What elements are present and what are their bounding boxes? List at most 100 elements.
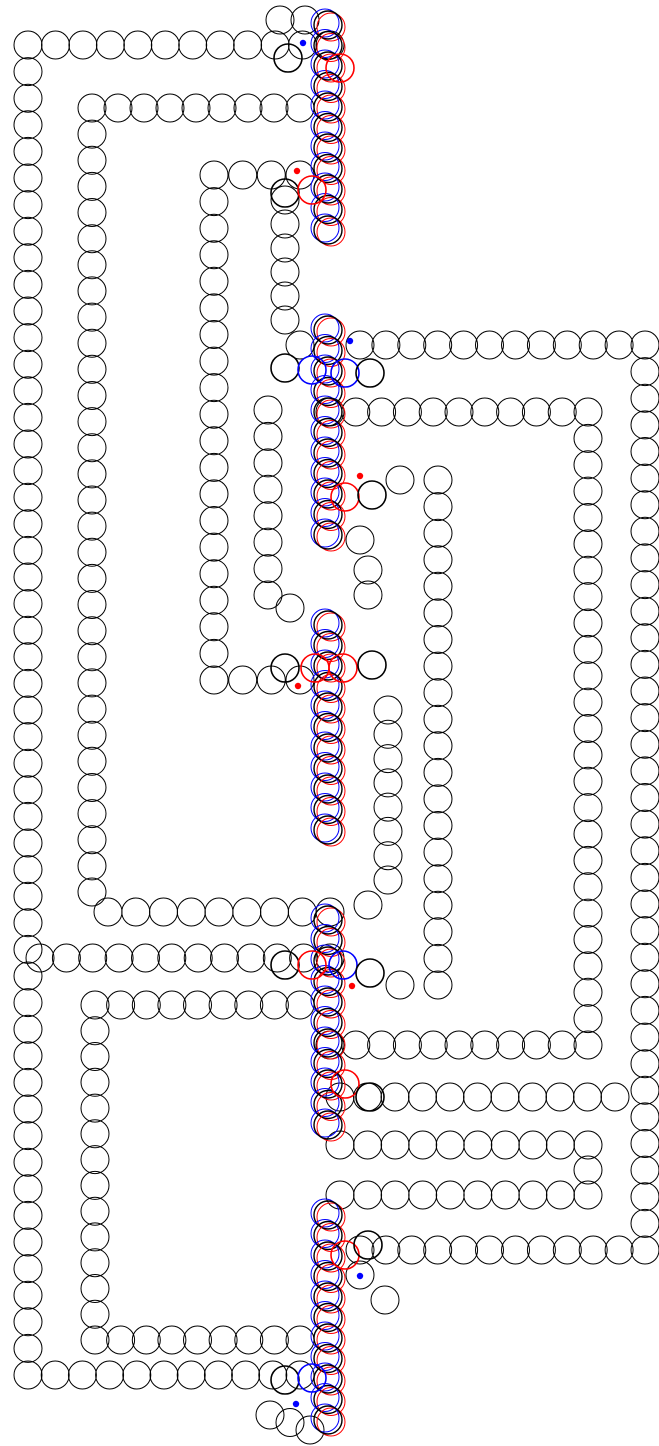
small-right-hook-circle [464,1181,492,1209]
crossing-ring [356,359,384,387]
crossing-ring [271,951,299,979]
lower-right-bar-circle [546,1083,574,1111]
inner-left-loop-circle [182,94,210,122]
crossing-ring [358,481,386,509]
outer-left-loop-circle [14,776,42,804]
inner-right-loop-circle [574,477,602,505]
outer-right-loop-circle [631,1130,659,1158]
small-right-hook-circle [326,1131,354,1159]
outer-right-loop-circle [476,331,504,359]
small-right-hook-circle [381,1131,409,1159]
inner-right-loop-circle [574,715,602,743]
inner-right-loop-circle [368,1031,396,1059]
lower-left-bar-circle [211,944,239,972]
narrow-right-loop-circle [424,812,452,840]
middle-connector-circle [254,502,282,530]
top-tab-circle [266,6,294,34]
outer-right-loop-circle [372,331,400,359]
middle-left-loop-circle [200,613,228,641]
outer-left-loop-circle [14,324,42,352]
middle-connector-circle [254,581,282,609]
lower-inner-left-loop-circle [81,1223,109,1251]
narrow-right-loop-circle [424,705,452,733]
outer-right-loop-circle [631,544,659,572]
outer-left-loop-circle [14,989,42,1017]
middle-left-loop-circle [229,161,257,189]
outer-left-loop-circle [14,164,42,192]
outer-left-loop-circle [14,563,42,591]
outer-left-loop-circle [42,31,70,59]
outer-left-loop-circle [14,909,42,937]
outer-right-loop-circle [631,331,659,359]
inner-right-loop-circle [548,1031,576,1059]
outer-right-loop-circle [424,331,452,359]
inner-right-loop-circle [574,899,602,927]
narrow-right-loop-circle [386,466,414,494]
outer-left-loop-circle [14,802,42,830]
lower-inner-left-loop-circle [81,1094,109,1122]
outer-right-loop-circle [631,438,659,466]
middle-left-loop-circle [200,666,228,694]
middle-left-loop-circle [200,347,228,375]
lower-inner-left-loop-circle [132,991,160,1019]
outer-right-loop-circle [631,597,659,625]
inner-right-loop-circle [548,398,576,426]
inner-left-loop-circle [78,643,106,671]
inner-right-loop-circle [574,1005,602,1033]
outer-left-loop-circle [14,1308,42,1336]
outer-right-loop-circle [631,1103,659,1131]
lower-inner-left-loop-circle [81,1275,109,1303]
outer-left-loop-circle [14,191,42,219]
inner-left-loop-circle [234,94,262,122]
small-right-hook-circle [409,1181,437,1209]
lower-left-bar-circle [132,944,160,972]
lower-left-bar-circle [290,944,318,972]
outer-left-loop-circle [204,1361,232,1389]
inner-right-loop-circle [574,767,602,795]
inner-left-loop-circle [208,94,236,122]
outer-left-loop-circle [14,749,42,777]
lower-right-bar-circle [436,1083,464,1111]
narrow-right-loop-circle [424,891,452,919]
inner-left-loop-circle [78,94,106,122]
lower-inner-left-loop-circle [209,1326,237,1354]
outer-right-loop-circle [553,1236,581,1264]
outer-right-loop-circle [631,784,659,812]
inner-left-loop-circle [78,564,106,592]
lower-inner-left-loop-circle [132,1326,160,1354]
inner-right-loop-circle [522,1031,550,1059]
lower-inner-left-loop-circle [81,1326,109,1354]
outer-left-loop-circle [232,1361,260,1389]
outer-right-loop-circle [398,331,426,359]
middle-connector-circle [254,396,282,424]
outer-left-loop-circle [150,1361,178,1389]
inner-right-loop-circle [471,398,499,426]
middle-left-loop-circle [200,400,228,428]
middle-left-loop-circle [200,188,228,216]
lower-right-bar-circle [409,1083,437,1111]
outer-right-loop-circle [631,730,659,758]
outer-left-loop-circle [14,882,42,910]
small-right-hook-circle [546,1131,574,1159]
outer-right-loop-circle [631,571,659,599]
inner-right-loop-circle [574,530,602,558]
outer-left-loop-circle [14,244,42,272]
outer-right-loop-circle [631,757,659,785]
lower-left-bar-circle [184,944,212,972]
middle-left-loop-circle [200,267,228,295]
outer-left-loop-circle [14,536,42,564]
small-right-hook-circle [381,1181,409,1209]
lower-inner-left-loop-circle [81,1249,109,1277]
strand-layer [271,9,386,1436]
inner-right-loop-circle [574,451,602,479]
narrow-right-loop-circle [424,785,452,813]
outer-left-loop-circle [41,1361,69,1389]
outer-left-loop-circle [14,1042,42,1070]
inner-right-loop-circle [574,794,602,822]
outer-left-loop-circle [14,483,42,511]
inner-right-loop-circle [342,1031,370,1059]
inner-left-loop-circle [78,199,106,227]
chain-layer [14,6,659,1444]
outer-right-loop-circle [631,677,659,705]
lower-inner-left-loop-circle [235,991,263,1019]
